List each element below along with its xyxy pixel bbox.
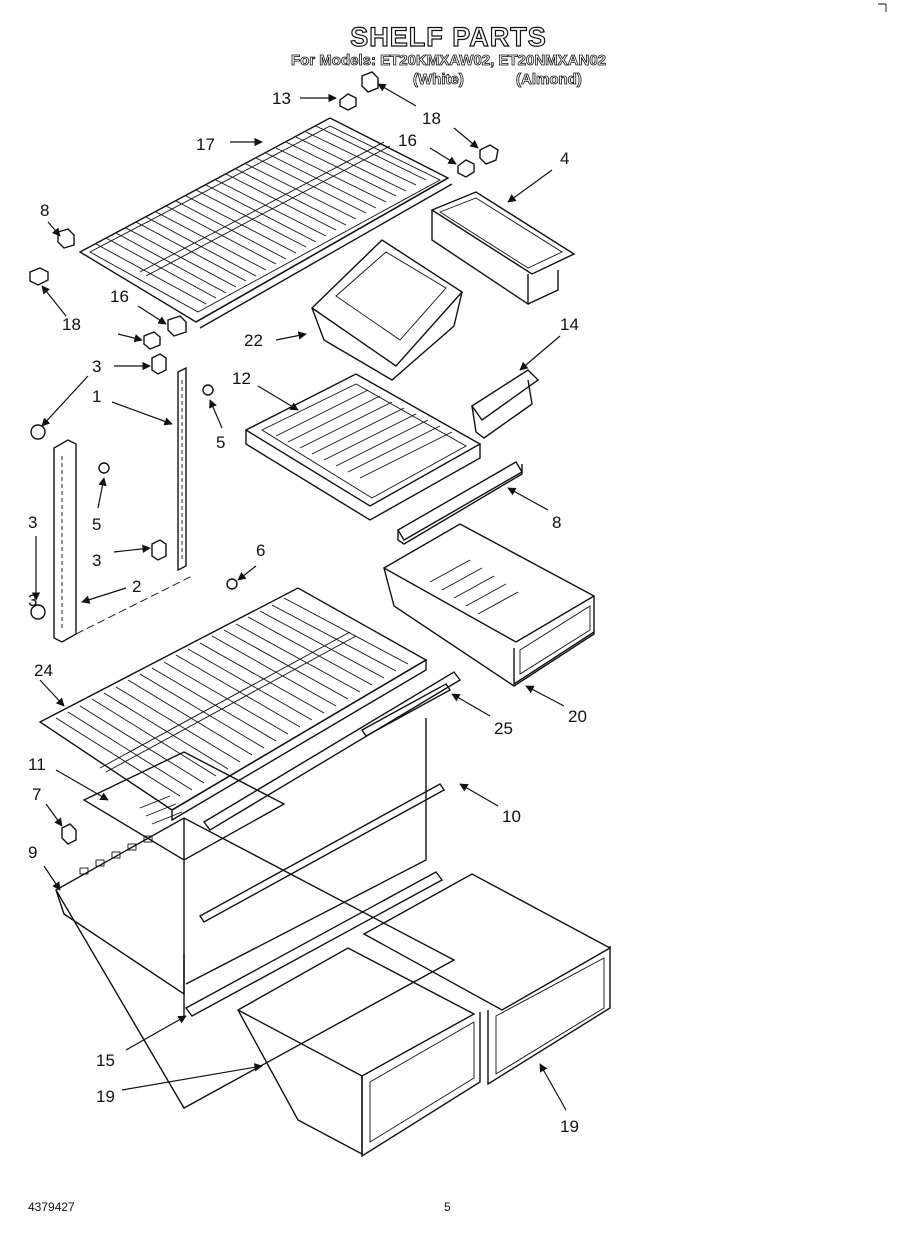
clip-16-top [457, 159, 475, 178]
callout-16-top: 16 [398, 131, 417, 150]
clip-18-mid [143, 331, 161, 350]
callout-18-top: 18 [422, 109, 441, 128]
callout-7: 7 [32, 785, 41, 804]
crisper-drawer-19-left [236, 947, 481, 1158]
callout-labels: 13 18 17 16 4 8 18 16 22 14 3 1 12 5 3 5… [28, 89, 587, 1136]
callout-6: 6 [256, 541, 265, 560]
screw-5-a [202, 384, 214, 396]
clip-16-left [167, 315, 187, 337]
rail-1 [177, 366, 187, 572]
callout-3-d: 3 [28, 591, 37, 610]
clip-18-top [361, 71, 379, 93]
cover-12 [244, 373, 482, 521]
callout-18-left: 18 [62, 315, 81, 334]
callout-16-left: 16 [110, 287, 129, 306]
callout-3-a: 3 [92, 357, 101, 376]
callout-5-b: 5 [92, 515, 101, 534]
callout-2: 2 [132, 577, 141, 596]
callout-11: 11 [28, 755, 46, 774]
callout-19-left: 19 [96, 1087, 115, 1106]
footer-doc-number: 4379427 [28, 1200, 75, 1214]
bracket-3-c [151, 539, 167, 561]
callout-3-b: 3 [28, 513, 37, 532]
part-14-bracket [471, 369, 540, 439]
bin-22 [310, 239, 464, 381]
models-line: For Models: ET20KMXAW02, ET20NMXAN02 [290, 52, 607, 70]
callout-1: 1 [92, 387, 101, 406]
clip-18-left [29, 267, 49, 286]
top-wire-shelf-17 [78, 117, 453, 329]
callout-22: 22 [244, 331, 263, 350]
callout-19-right: 19 [560, 1117, 579, 1136]
wire-shelf-24 [38, 587, 428, 822]
footer-page-number: 5 [444, 1200, 451, 1214]
callout-3-c: 3 [92, 551, 101, 570]
callout-10: 10 [502, 807, 521, 826]
callout-20: 20 [568, 707, 587, 726]
callout-14: 14 [560, 315, 579, 334]
callout-5-a: 5 [216, 433, 225, 452]
pan-20 [382, 523, 596, 687]
variant-white-label: (White) [413, 71, 465, 89]
callout-8-left: 8 [40, 201, 49, 220]
callout-4: 4 [560, 149, 569, 168]
corner-mark [878, 3, 887, 12]
rail-10 [202, 671, 462, 831]
callout-15: 15 [96, 1051, 115, 1070]
glass-11 [82, 751, 286, 861]
callout-9: 9 [28, 843, 37, 862]
callout-12: 12 [232, 369, 251, 388]
clip-7 [61, 823, 77, 845]
bracket-3-d [30, 604, 46, 620]
rail-15 [184, 871, 444, 1017]
screw-5-b [98, 462, 110, 474]
frame-9 [55, 718, 456, 1109]
bar-25 [360, 683, 452, 737]
callout-25: 25 [494, 719, 513, 738]
callout-8-right: 8 [552, 513, 561, 532]
clip-8-left [57, 228, 75, 249]
door-bin-4 [430, 191, 576, 306]
rail-2 [53, 439, 77, 643]
callout-17: 17 [196, 135, 215, 154]
rail-8 [397, 461, 523, 545]
leader-lines [31, 83, 567, 1111]
variant-almond-label: (Almond) [516, 71, 583, 89]
clip-13 [339, 93, 357, 111]
crisper-drawer-19-right [362, 873, 612, 1086]
clip-18-right [479, 144, 499, 165]
bracket-3-a [151, 353, 167, 375]
bracket-3-b [30, 424, 46, 440]
page-title: SHELF PARTS [350, 21, 547, 52]
callout-13: 13 [272, 89, 291, 108]
callout-24: 24 [34, 661, 53, 680]
screw-6 [226, 578, 238, 590]
